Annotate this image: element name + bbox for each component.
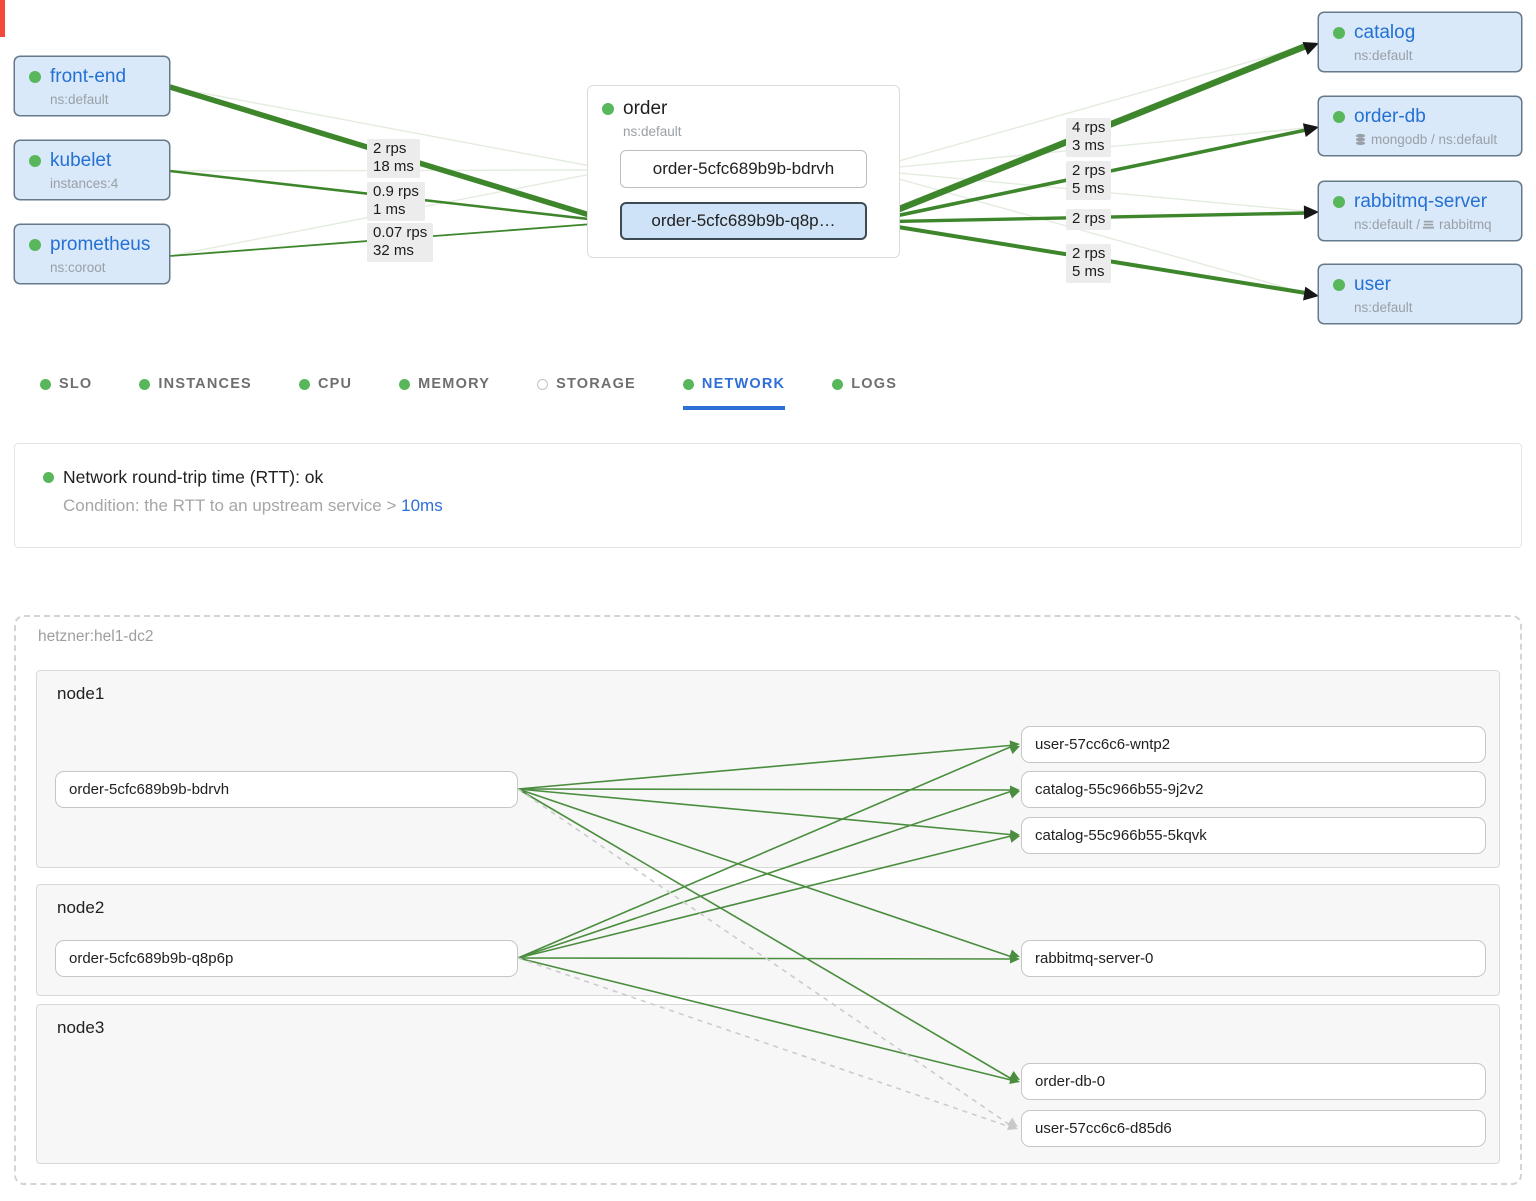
tab-label: SLO: [59, 376, 93, 392]
pod-order-bdrvh[interactable]: order-5cfc689b9b-bdrvh: [55, 771, 518, 808]
rtt-check-title: Network round-trip time (RTT): ok: [63, 467, 324, 487]
tab-slo[interactable]: SLO: [40, 376, 92, 410]
node-name: node2: [57, 898, 105, 917]
service-subtitle: ns:coroot: [50, 260, 106, 275]
service-subtitle: ns:default: [50, 92, 109, 107]
zone-label: hetzner:hel1-dc2: [38, 628, 154, 645]
tab-label: LOGS: [851, 376, 898, 392]
service-subtitle: ns:default / rabbitmq: [1354, 217, 1492, 232]
tab-network[interactable]: NETWORK: [682, 376, 786, 410]
rtt-check-condition: Condition: the RTT to an upstream servic…: [63, 496, 443, 515]
rtt-threshold-link[interactable]: 10ms: [401, 496, 443, 515]
service-name[interactable]: front-end: [50, 66, 127, 87]
status-ok-icon: [602, 103, 614, 115]
service-subtitle: ns:default: [623, 124, 682, 139]
instance-order-bdrvh[interactable]: order-5cfc689b9b-bdrvh: [620, 150, 867, 188]
status-ok-icon: [29, 239, 41, 251]
tab-logs[interactable]: LOGS: [832, 376, 897, 410]
queue-icon: [1422, 220, 1435, 229]
edge-label-rabbitmq: 2 rps: [1066, 209, 1112, 230]
service-user[interactable]: user ns:default: [1318, 264, 1522, 324]
service-kubelet[interactable]: kubelet instances:4: [14, 140, 170, 200]
service-name[interactable]: user: [1354, 274, 1391, 295]
status-ok-icon: [29, 71, 41, 83]
pod-user-d85d6[interactable]: user-57cc6c6-d85d6: [1021, 1110, 1486, 1147]
section-tabs: SLO INSTANCES CPU MEMORY STORAGE NETWORK…: [40, 376, 897, 410]
rtt-check-card: Network round-trip time (RTT): ok Condit…: [14, 443, 1522, 548]
service-name[interactable]: catalog: [1354, 22, 1416, 43]
tab-label: STORAGE: [556, 376, 636, 392]
service-name[interactable]: kubelet: [50, 150, 112, 171]
status-ok-icon: [1333, 111, 1345, 123]
tab-label: MEMORY: [418, 376, 491, 392]
instance-order-q8p-selected[interactable]: order-5cfc689b9b-q8p…: [620, 202, 867, 240]
service-rabbitmq-server[interactable]: rabbitmq-server ns:default / rabbitmq: [1318, 181, 1522, 241]
availability-zone-box: hetzner:hel1-dc2: [14, 615, 1522, 1185]
status-ok-icon: [399, 378, 411, 390]
alert-strip: [0, 0, 5, 37]
status-ok-icon: [682, 378, 694, 390]
pod-user-wntp2[interactable]: user-57cc6c6-wntp2: [1021, 726, 1486, 763]
tab-cpu[interactable]: CPU: [298, 376, 353, 410]
service-front-end[interactable]: front-end ns:default: [14, 56, 170, 116]
status-none-icon: [537, 378, 549, 390]
status-ok-icon: [1333, 196, 1345, 208]
tab-label: CPU: [317, 376, 353, 392]
pod-order-db-0[interactable]: order-db-0: [1021, 1063, 1486, 1100]
service-subtitle: mongodb / ns:default: [1354, 132, 1511, 147]
tab-storage[interactable]: STORAGE: [537, 376, 636, 410]
status-ok-icon: [43, 472, 54, 483]
node-name: node3: [57, 1018, 105, 1037]
tab-label: INSTANCES: [158, 376, 252, 392]
status-ok-icon: [139, 378, 151, 390]
node-name: node1: [57, 684, 105, 703]
pod-catalog-9j2v2[interactable]: catalog-55c966b55-9j2v2: [1021, 771, 1486, 808]
status-ok-icon: [832, 378, 844, 390]
tab-memory[interactable]: MEMORY: [399, 376, 490, 410]
database-icon: [1355, 133, 1366, 146]
service-name[interactable]: order: [623, 98, 668, 119]
pod-catalog-5kqvk[interactable]: catalog-55c966b55-5kqvk: [1021, 817, 1486, 854]
pod-order-q8p6p[interactable]: order-5cfc689b9b-q8p6p: [55, 940, 518, 977]
status-ok-icon: [1333, 27, 1345, 39]
status-ok-icon: [29, 155, 41, 167]
status-ok-icon: [1333, 279, 1345, 291]
service-prometheus[interactable]: prometheus ns:coroot: [14, 224, 170, 284]
service-name[interactable]: rabbitmq-server: [1354, 191, 1488, 212]
service-subtitle: ns:default: [1354, 300, 1413, 315]
status-ok-icon: [40, 378, 51, 390]
service-order-db[interactable]: order-db mongodb / ns:default: [1318, 96, 1522, 156]
pod-rabbitmq-server-0[interactable]: rabbitmq-server-0: [1021, 940, 1486, 977]
service-catalog[interactable]: catalog ns:default: [1318, 12, 1522, 72]
status-ok-icon: [298, 378, 310, 390]
service-name[interactable]: order-db: [1354, 106, 1426, 127]
tab-instances[interactable]: INSTANCES: [139, 376, 252, 410]
tab-label: NETWORK: [701, 376, 786, 392]
service-subtitle: instances:4: [50, 176, 119, 191]
service-subtitle: ns:default: [1354, 48, 1413, 63]
service-name[interactable]: prometheus: [50, 234, 151, 255]
